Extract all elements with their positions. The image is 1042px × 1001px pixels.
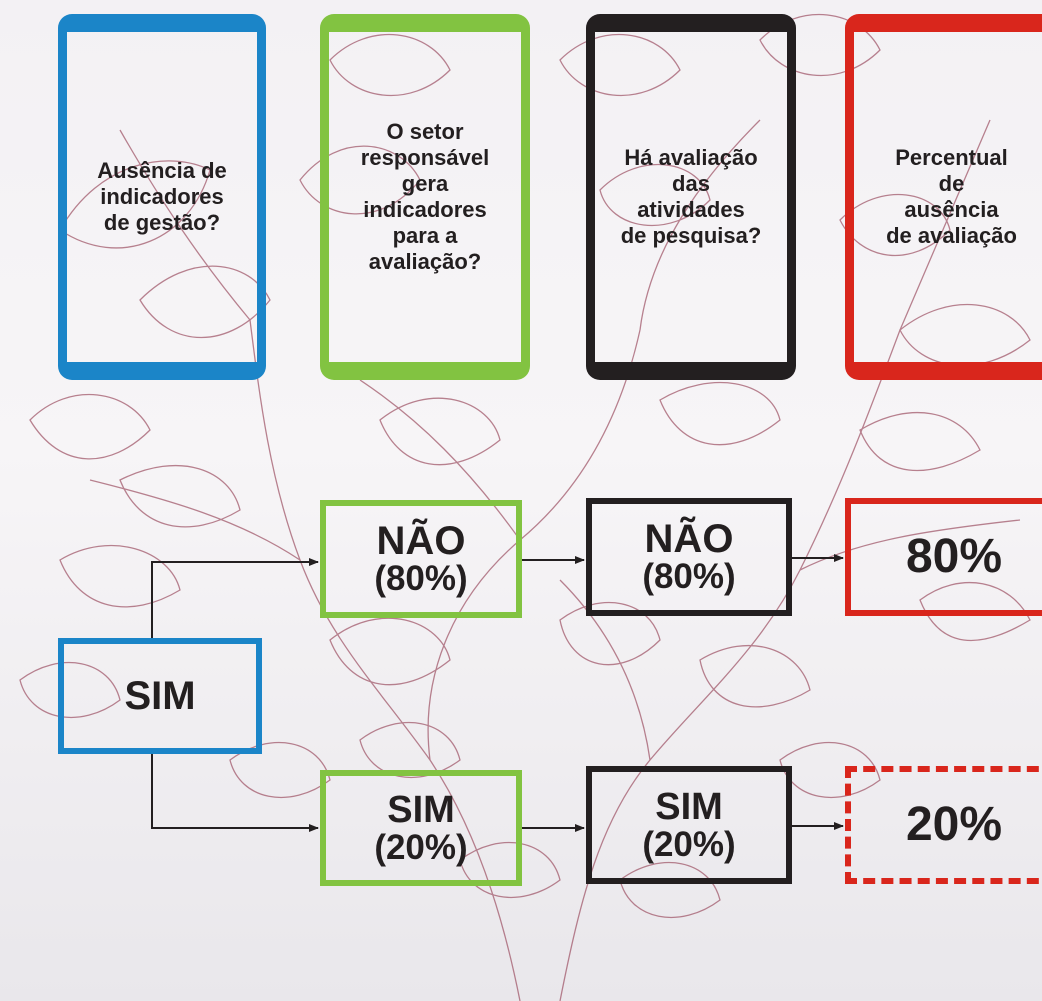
start-sim-label: SIM — [124, 674, 196, 718]
avaliacao-nao-pct: (80%) — [642, 557, 736, 596]
result-80-value: 80% — [905, 530, 1003, 583]
result-80-box: 80% — [845, 498, 1042, 616]
header-percentual-ausencia-label: Percentual de ausência de avaliação — [886, 145, 1017, 248]
header-percentual-ausencia: Percentual de ausência de avaliação — [845, 14, 1042, 380]
setor-sim-label: SIM — [387, 789, 455, 831]
start-sim-box: SIM — [58, 638, 262, 754]
result-20-box: 20% — [845, 766, 1042, 884]
header-ha-avaliacao: Há avaliação das atividades de pesquisa? — [586, 14, 796, 380]
header-setor-gera-indicadores-label: O setor responsável gera indicadores par… — [360, 119, 490, 274]
result-20-value: 20% — [905, 798, 1003, 851]
header-ausencia-indicadores: Ausência de indicadores de gestão? — [58, 14, 266, 380]
header-setor-gera-indicadores: O setor responsável gera indicadores par… — [320, 14, 530, 380]
header-ausencia-indicadores-label: Ausência de indicadores de gestão? — [97, 158, 227, 235]
avaliacao-nao-label: NÃO — [644, 517, 734, 561]
setor-nao-label: NÃO — [376, 519, 466, 563]
header-ha-avaliacao-label: Há avaliação das atividades de pesquisa? — [620, 145, 762, 248]
setor-sim-box: SIM (20%) — [320, 770, 522, 886]
avaliacao-sim-pct: (20%) — [642, 825, 736, 864]
avaliacao-nao-box: NÃO (80%) — [586, 498, 792, 616]
avaliacao-sim-box: SIM (20%) — [586, 766, 792, 884]
setor-sim-pct: (20%) — [374, 828, 468, 867]
setor-nao-pct: (80%) — [374, 559, 468, 598]
avaliacao-sim-label: SIM — [655, 786, 723, 828]
setor-nao-box: NÃO (80%) — [320, 500, 522, 618]
